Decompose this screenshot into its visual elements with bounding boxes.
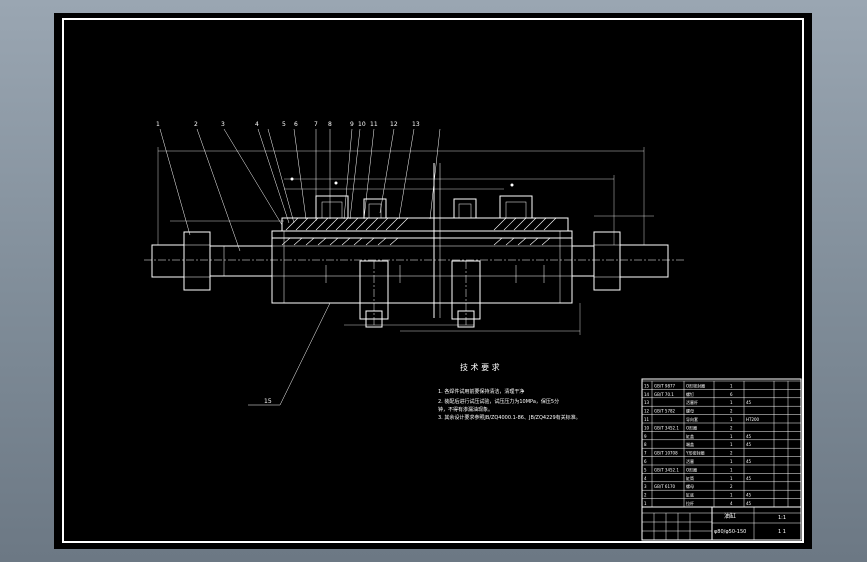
- bom-cell: 9: [644, 434, 647, 439]
- bom-cell: O形圈: [686, 466, 697, 472]
- bom-cell: 6: [730, 392, 733, 397]
- bom-cell: 端盖: [686, 441, 694, 447]
- bom-cell: 45: [746, 476, 752, 481]
- bom-cell: 6: [644, 459, 647, 464]
- bom-cell: 拉杆: [686, 500, 694, 506]
- bom-cell: GB/T 10708: [654, 451, 678, 456]
- drawing-scale: 1:1: [778, 515, 786, 521]
- bom-cell: 4: [730, 501, 733, 506]
- callout-13: 13: [412, 121, 420, 128]
- bom-cell: 1: [730, 434, 733, 439]
- bom-cell: GB/T 70.1: [654, 392, 674, 397]
- bom-cell: 2: [730, 409, 733, 414]
- callout-6: 6: [294, 121, 298, 128]
- callout-11: 11: [370, 121, 378, 128]
- bom-cell: GB/T 3452.1: [654, 467, 679, 472]
- tech-req-line-2: 2. 装配后进行试压试验，试压压力为10MPa，保压5分: [438, 398, 559, 405]
- cad-viewport[interactable]: 1 2 3 4 5 6 7 8 9 10 11 12 13 15 技 术 要 求…: [54, 13, 812, 549]
- bom-cell: 缸筒: [686, 475, 694, 481]
- tech-requirements: 技 术 要 求 1. 各焊件试用前要保持清洁，清理干净 2. 装配后进行试压试验…: [438, 362, 581, 421]
- bom-cell: 螺钉: [686, 391, 694, 397]
- bom-cell: 导向套: [686, 416, 698, 422]
- tech-req-line-4: 3. 其余设计要求参照JB/ZQ4000.1-86、JB/ZQ4229有关标准。: [438, 414, 581, 421]
- bom-cell: 13: [644, 400, 650, 405]
- cad-drawing: 1 2 3 4 5 6 7 8 9 10 11 12 13 15 技 术 要 求…: [62, 18, 804, 543]
- callout-2: 2: [194, 121, 198, 128]
- callout-12: 12: [390, 121, 398, 128]
- bom-cell: 3: [644, 484, 647, 489]
- bom-cell: GB/T 6170: [654, 484, 676, 489]
- bom-cell: 7: [644, 451, 647, 456]
- drawing-number: φ80/φ50-150: [714, 529, 746, 535]
- drawing-sheet: 1 1: [778, 529, 786, 535]
- tech-req-title: 技 术 要 求: [460, 362, 500, 372]
- callout-10: 10: [358, 121, 366, 128]
- bom-cell: GB/T 9877: [654, 383, 676, 388]
- bom-cell: 1: [644, 501, 647, 506]
- bom-cell: 1: [730, 476, 733, 481]
- callout-3: 3: [221, 121, 225, 128]
- callout-5: 5: [282, 121, 286, 128]
- bom-cell: 缸盖: [686, 433, 694, 439]
- bom-cell: 15: [644, 383, 650, 388]
- bom-cell: 45: [746, 493, 752, 498]
- bom-cell: 2: [730, 484, 733, 489]
- dimension-lines: [157, 147, 654, 335]
- tech-req-line-1: 1. 各焊件试用前要保持清洁，清理干净: [438, 388, 524, 395]
- bom-cell: 1: [730, 442, 733, 447]
- drawing-title: 油缸: [724, 512, 736, 520]
- bom-cell: 4: [644, 476, 647, 481]
- bom-cell: 2: [730, 451, 733, 456]
- callout-7: 7: [314, 121, 318, 128]
- bom-cell: 12: [644, 409, 650, 414]
- bom-cell: GB/T 5782: [654, 409, 676, 414]
- bom-cell: 缸底: [686, 492, 694, 498]
- bom-cell: 活塞杆: [686, 399, 698, 405]
- bom-cell: HT200: [746, 417, 760, 422]
- right-rod-end: [571, 231, 669, 291]
- bom-cell: 10: [644, 425, 650, 430]
- drawing-frame: [62, 18, 804, 543]
- callout-9: 9: [350, 121, 354, 128]
- bom-cell: 11: [644, 417, 650, 422]
- bom-cell: 45: [746, 400, 752, 405]
- bom-cell: 5: [644, 467, 647, 472]
- bom-cell: O形圈: [686, 424, 697, 430]
- bom-cell: Y形密封圈: [685, 450, 704, 456]
- bom-cell: 8: [644, 442, 647, 447]
- bom-cell: 1: [730, 417, 733, 422]
- bom-cell: 螺母: [686, 483, 694, 489]
- bom-cell: GB/T 3452.1: [654, 425, 679, 430]
- callout-8: 8: [328, 121, 332, 128]
- tech-req-line-3: 钟，不得有渗漏油现象。: [438, 406, 493, 413]
- bom-cell: 螺母: [686, 408, 694, 414]
- callout-15: 15: [264, 398, 272, 405]
- bom-cell: 14: [644, 392, 650, 397]
- bom-cell: 1: [730, 400, 733, 405]
- bom-cell: 1: [730, 459, 733, 464]
- bom-cell: 2: [644, 493, 647, 498]
- callout-numbers: 1 2 3 4 5 6 7 8 9 10 11 12 13 15: [156, 121, 420, 405]
- callout-leaders: [159, 128, 441, 406]
- bom-cell: 1: [730, 493, 733, 498]
- bom-cell: 45: [746, 459, 752, 464]
- left-rod-end: [151, 231, 273, 291]
- bom-cell: O形密封圈: [686, 382, 705, 388]
- bom-cell: 1: [730, 467, 733, 472]
- bom-cell: 45: [746, 434, 752, 439]
- callout-4: 4: [255, 121, 259, 128]
- bom-cell: 2: [730, 425, 733, 430]
- bom-cell: 活塞: [686, 458, 694, 464]
- bom-cell: 45: [746, 501, 752, 506]
- callout-1: 1: [156, 121, 160, 128]
- bom-cell: 1: [730, 383, 733, 388]
- bom-cell: 45: [746, 442, 752, 447]
- cylinder-body: [271, 163, 573, 328]
